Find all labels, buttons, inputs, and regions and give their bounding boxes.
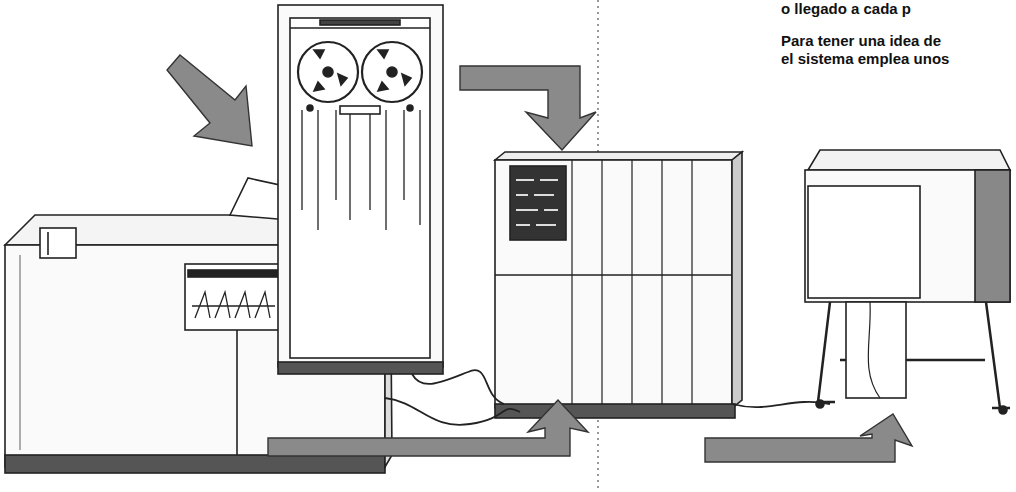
- input-arrow: [167, 55, 252, 146]
- body-text: o llegado a cada p: [781, 0, 911, 18]
- cable: [412, 370, 504, 404]
- flow-arrow: [268, 400, 588, 456]
- processor-cabinet: [495, 152, 742, 418]
- printer: [805, 150, 1010, 414]
- tape-unit: [278, 5, 443, 374]
- body-text: el sistema emplea unos: [781, 50, 949, 68]
- flow-arrow: [460, 66, 596, 150]
- body-text: Para tener una idea de: [781, 32, 941, 50]
- cable: [732, 402, 830, 407]
- flow-arrow: [705, 414, 912, 462]
